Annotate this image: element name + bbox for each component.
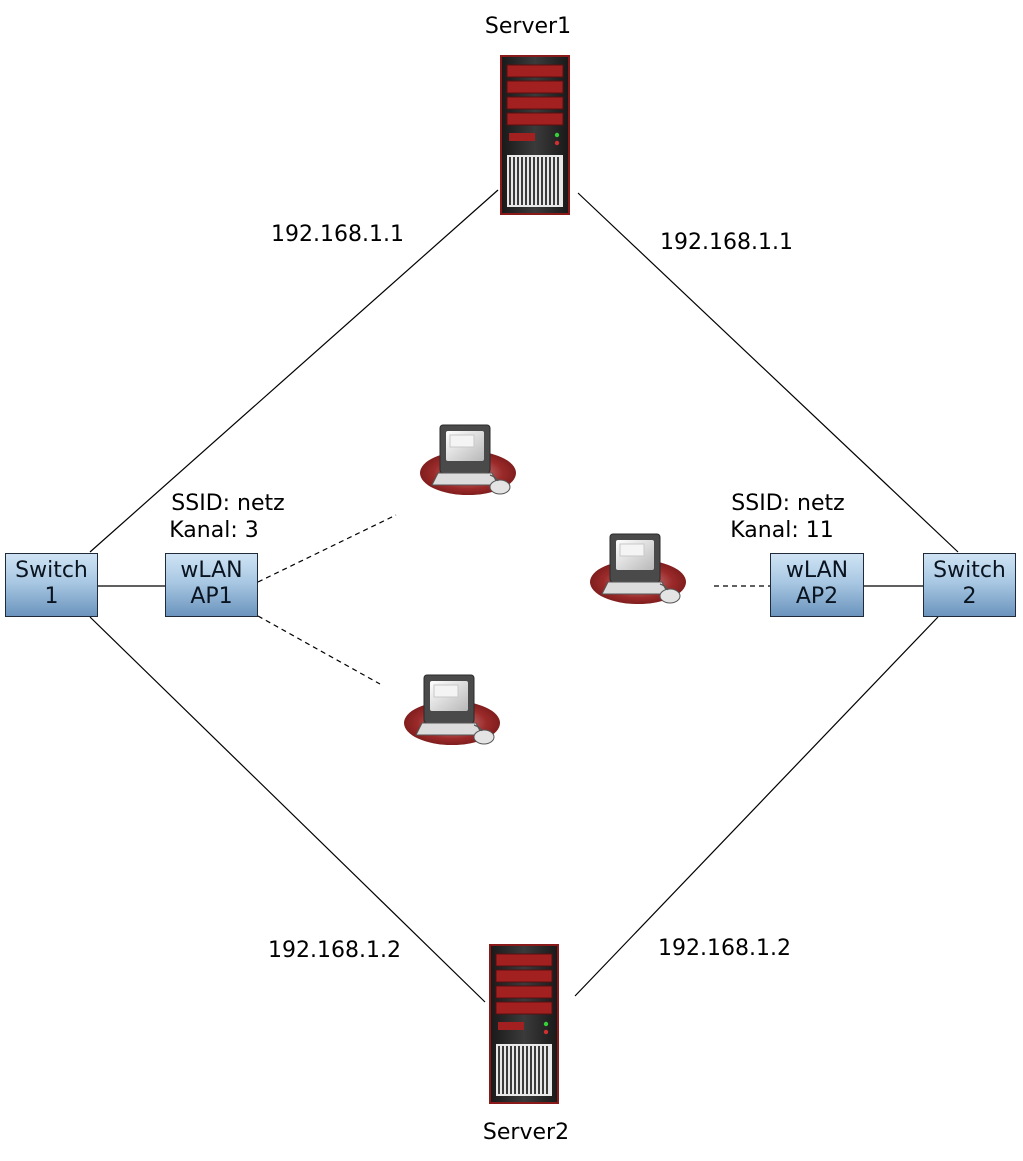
workstation-top-icon	[419, 424, 517, 496]
ap2-node: wLAN AP2	[770, 553, 864, 617]
server1-icon	[499, 54, 571, 216]
switch1-label-line2: 1	[44, 584, 59, 609]
switch1-node: Switch 1	[5, 553, 98, 617]
wireless-link-ap1-client-top	[257, 514, 397, 583]
server2-label: Server2	[482, 1120, 570, 1145]
switch2-label-line2: 2	[962, 584, 977, 609]
link-server1-switch1	[89, 189, 499, 553]
ap1-label-line1: wLAN	[180, 558, 243, 583]
ap1-label-line2: AP1	[190, 584, 233, 609]
link-switch1-server2	[89, 616, 486, 1003]
server1-label: Server1	[484, 14, 572, 39]
ip-label-top-right: 192.168.1.1	[660, 230, 793, 255]
ip-label-top-left: 192.168.1.1	[271, 222, 404, 247]
wireless-link-ap1-client-bottom	[257, 615, 381, 685]
switch2-label-line1: Switch	[933, 558, 1006, 583]
workstation-bottom-icon	[403, 674, 501, 746]
ap2-channel-label: Kanal: 11	[730, 518, 834, 543]
ap1-node: wLAN AP1	[165, 553, 258, 617]
link-switch2-server2	[574, 616, 939, 997]
ap2-label-line2: AP2	[795, 584, 839, 609]
ap2-label-line1: wLAN	[785, 558, 849, 583]
ap2-ssid-label: SSID: netz	[731, 491, 845, 516]
ip-label-bottom-left: 192.168.1.2	[268, 938, 401, 963]
ap1-channel-label: Kanal: 3	[169, 518, 259, 543]
workstation-middle-icon	[589, 533, 687, 605]
switch2-node: Switch 2	[923, 553, 1016, 617]
ap1-ssid-label: SSID: netz	[171, 491, 285, 516]
switch1-label-line1: Switch	[15, 558, 88, 583]
server2-icon	[488, 943, 560, 1105]
ip-label-bottom-right: 192.168.1.2	[658, 936, 791, 961]
link-server1-switch2	[577, 192, 959, 553]
